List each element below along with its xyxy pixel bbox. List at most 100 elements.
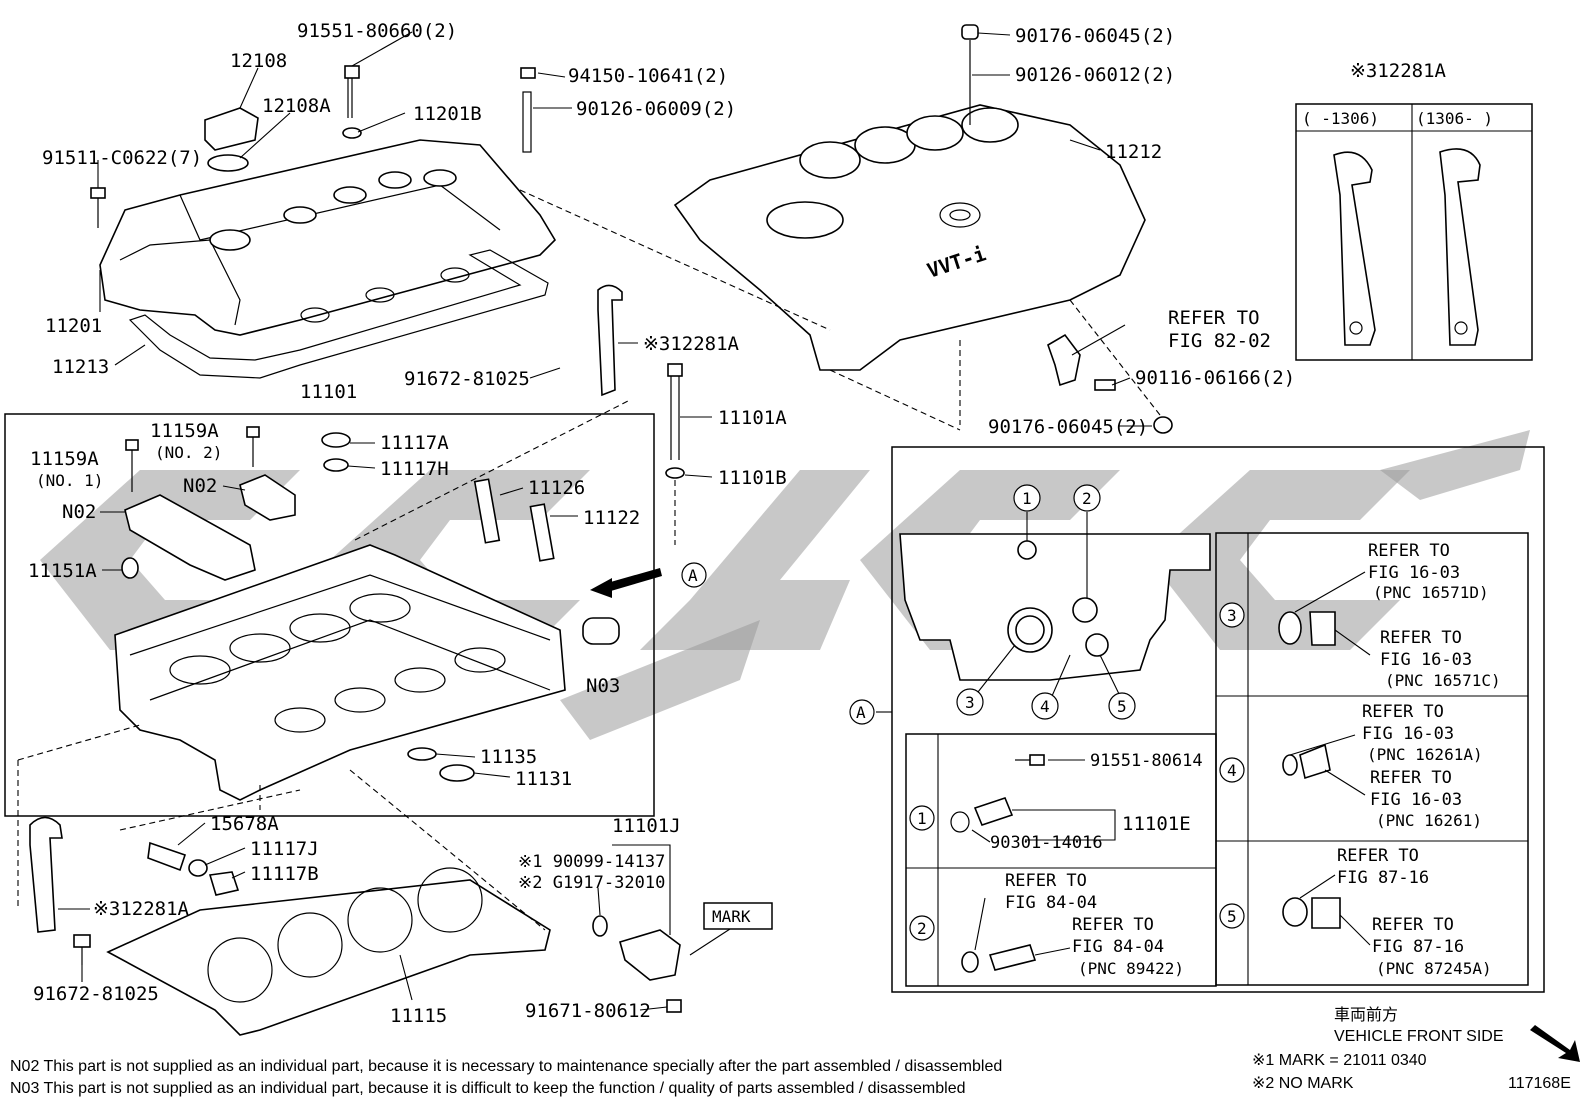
d4-ref2-c: (PNC 16261) <box>1376 811 1482 830</box>
mark-note-1: ※1 MARK = 21011 0340 <box>1252 1052 1427 1069</box>
leader-lines <box>58 31 1152 1011</box>
label-91672-top: 91672-81025 <box>404 368 530 390</box>
detail-4-num: 4 <box>1227 761 1237 780</box>
o-ring-11135 <box>407 747 437 761</box>
label-11212: 11212 <box>1105 141 1162 163</box>
d5-ref1-a: REFER TO <box>1337 846 1419 866</box>
front-en: VEHICLE FRONT SIDE <box>1334 1028 1504 1045</box>
label-refer-82-b: FIG 82-02 <box>1168 330 1271 352</box>
label-11122: 11122 <box>583 507 640 529</box>
d5-ref2-c: (PNC 87245A) <box>1376 959 1492 978</box>
cylinder-head-frame <box>4 413 655 817</box>
label-90301: 90301-14016 <box>990 833 1103 853</box>
label-12108: 12108 <box>230 50 287 72</box>
head-end-view <box>899 533 1211 681</box>
label-G1917: ※2 G1917-32010 <box>518 873 665 893</box>
d4-ref1-a: REFER TO <box>1362 702 1444 722</box>
inset-frame <box>1295 103 1533 361</box>
callout-5: 5 <box>1117 697 1127 716</box>
label-90176-top: 90176-06045(2) <box>1015 25 1175 47</box>
vehicle-front-arrow <box>1530 1025 1580 1062</box>
label-N02-b: N02 <box>183 475 217 497</box>
head-bolts <box>125 426 260 492</box>
detail-4-refs: REFER TO FIG 16-03 (PNC 16261A) REFER TO… <box>1362 702 1483 830</box>
d3-ref2-c: (PNC 16571C) <box>1385 671 1501 690</box>
label-12281A-low: ※312281A <box>93 898 190 920</box>
head-plug <box>321 432 351 472</box>
label-12108A: 12108A <box>262 95 331 117</box>
detail-5-refs: REFER TO FIG 87-16 REFER TO FIG 87-16 (P… <box>1337 846 1492 978</box>
mark-box <box>703 902 773 930</box>
head-stud <box>665 363 685 479</box>
lower-parts <box>73 841 682 1036</box>
label-11159A-2-sub: (NO. 2) <box>155 443 222 462</box>
label-11117B: 11117B <box>250 863 319 885</box>
callout-2: 2 <box>1082 489 1092 508</box>
label-11126: 11126 <box>528 477 585 499</box>
detail-3-refs: REFER TO FIG 16-03 (PNC 16571D) REFER TO… <box>1368 541 1501 690</box>
detail-2-num: 2 <box>917 919 927 938</box>
detail-5-marker <box>1219 903 1245 929</box>
detail-3-marker <box>1219 602 1245 628</box>
label-11131: 11131 <box>515 768 572 790</box>
label-11159A-2: 11159A <box>150 420 219 442</box>
label-mark: MARK <box>712 907 751 926</box>
label-90126-06012: 90126-06012(2) <box>1015 64 1175 86</box>
head-insert-n03 <box>582 617 620 645</box>
d3-ref1-b: FIG 16-03 <box>1368 563 1460 583</box>
detail-2-marker <box>909 915 935 941</box>
note-n02: N02 This part is not supplied as an indi… <box>10 1058 1002 1075</box>
engine-hanger-mid <box>597 284 623 397</box>
detail-2-refs: REFER TO FIG 84-04 REFER TO FIG 84-04 (P… <box>1005 871 1184 978</box>
view-a-marker-label: A <box>856 703 866 722</box>
detail-1-parts <box>950 754 1116 843</box>
view-a-arrow-label: A <box>688 566 698 585</box>
label-12281A-mid: ※312281A <box>643 333 740 355</box>
assembly-lines <box>17 189 1161 931</box>
label-91551-80614: 91551-80614 <box>1090 751 1203 771</box>
label-11117H: 11117H <box>380 458 449 480</box>
view-a-callouts: 1 2 3 4 5 <box>956 484 1136 720</box>
o-ring-11131 <box>439 764 475 782</box>
direction-arrow-head <box>590 578 612 598</box>
label-91672-low: 91672-81025 <box>33 983 159 1005</box>
label-90116: 90116-06166(2) <box>1135 367 1295 389</box>
detail-4-parts <box>1282 734 1366 796</box>
label-94150-10641: 94150-10641(2) <box>568 65 728 87</box>
d3-ref2-b: FIG 16-03 <box>1380 650 1472 670</box>
d5-ref2-a: REFER TO <box>1372 915 1454 935</box>
inset-col2: (1306- ) <box>1416 109 1493 128</box>
view-a-frame <box>891 446 1545 993</box>
detail-3-parts <box>1278 571 1371 656</box>
label-90176-low: 90176-06045(2) <box>988 416 1148 438</box>
cover-gasket <box>128 249 549 379</box>
cylinder-head <box>114 544 566 801</box>
d2-ref2-c: (PNC 89422) <box>1078 959 1184 978</box>
label-11101B: 11101B <box>718 467 787 489</box>
view-a-arrow-marker <box>681 562 707 588</box>
part-labels: 12108 12108A 91551-80660(2) 11201B 91511… <box>28 20 1447 1027</box>
callout-4: 4 <box>1040 697 1050 716</box>
cylinder-head-cover <box>99 139 557 336</box>
callout-1: 1 <box>1022 489 1032 508</box>
detail-4-marker <box>1219 757 1245 783</box>
detail-5-parts <box>1282 874 1371 946</box>
d2-ref2-a: REFER TO <box>1072 915 1154 935</box>
detail-1-marker <box>909 805 935 831</box>
label-11159A-1: 11159A <box>30 448 99 470</box>
direction-arrow <box>600 568 662 593</box>
inset-labels: ( -1306) (1306- ) <box>1302 109 1493 128</box>
cover-bracket <box>1047 333 1173 434</box>
d2-ref1-b: FIG 84-04 <box>1005 893 1097 913</box>
label-11159A-1-sub: (NO. 1) <box>36 471 103 490</box>
label-15678A: 15678A <box>210 813 279 835</box>
label-11115: 11115 <box>390 1005 447 1027</box>
d3-ref1-c: (PNC 16571D) <box>1373 583 1489 602</box>
d2-ref1-a: REFER TO <box>1005 871 1087 891</box>
d4-ref1-b: FIG 16-03 <box>1362 724 1454 744</box>
label-90126-06009: 90126-06009(2) <box>576 98 736 120</box>
label-91671: 91671-80612 <box>525 1000 651 1022</box>
figure-id: 117168E <box>1508 1075 1571 1092</box>
label-12281A-top: ※312281A <box>1350 60 1447 82</box>
